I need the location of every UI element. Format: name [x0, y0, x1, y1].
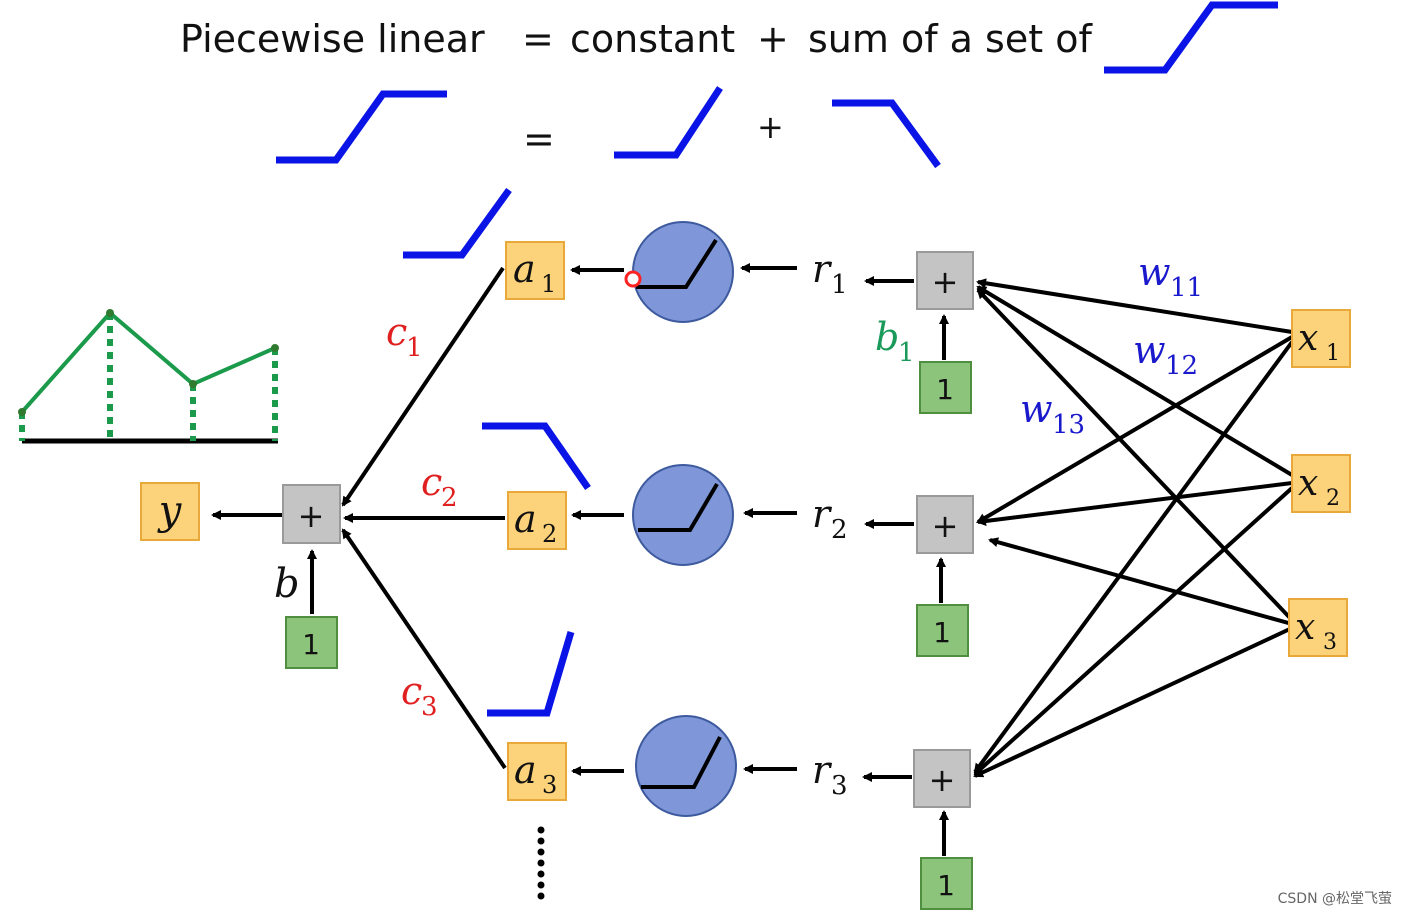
svg-text:1: 1: [302, 628, 320, 661]
svg-text:2: 2: [441, 483, 458, 513]
c-label-3: c 3: [401, 669, 438, 722]
svg-text:13: 13: [1052, 410, 1085, 440]
sum-node-1: +: [916, 251, 974, 310]
title-plus: +: [757, 17, 789, 61]
svg-text:1: 1: [406, 333, 423, 363]
activation-node-1: [624, 221, 734, 323]
svg-text:3: 3: [542, 771, 557, 799]
weight-label-w12: w 12: [1133, 328, 1198, 381]
svg-text:11: 11: [1170, 273, 1203, 303]
title-constant: constant: [570, 17, 735, 61]
svg-text:r: r: [812, 748, 833, 792]
svg-text:x: x: [1295, 607, 1315, 648]
svg-text:y: y: [157, 488, 183, 534]
svg-text:2: 2: [1326, 486, 1340, 511]
svg-text:r: r: [812, 247, 833, 291]
r-label-2: r 2: [812, 492, 848, 545]
decomp-relu-down-icon: [832, 99, 941, 169]
weight-label-w11: w 11: [1138, 250, 1203, 303]
input-to-sum-edges: [973, 278, 1294, 778]
hidden3-curve-icon: [487, 631, 575, 717]
svg-text:c: c: [421, 460, 442, 504]
activation-node-2: [632, 464, 734, 566]
hidden-node-a2: a 2: [507, 491, 567, 550]
watermark: CSDN @松堂飞萤: [1277, 891, 1392, 907]
title-equals: =: [522, 17, 554, 61]
hidden-node-a1: a 1: [505, 241, 565, 300]
svg-text:3: 3: [1323, 630, 1337, 655]
cursor-marker-icon: [624, 270, 642, 288]
activation-node-3: [635, 715, 737, 817]
svg-text:w: w: [1133, 328, 1166, 372]
title-piecewise-linear: Piecewise linear: [180, 17, 485, 61]
decomp-equals: =: [523, 117, 555, 161]
ellipsis-more-nodes: [537, 826, 545, 900]
svg-text:1: 1: [933, 616, 951, 649]
input-node-x1: x 1: [1291, 309, 1351, 368]
svg-text:12: 12: [1165, 351, 1198, 381]
weight-label-w13: w 13: [1020, 387, 1085, 440]
svg-text:2: 2: [831, 515, 848, 545]
svg-text:a: a: [513, 247, 536, 291]
svg-text:3: 3: [831, 771, 848, 801]
output-bias-label-b: b: [274, 561, 300, 607]
svg-text:c: c: [386, 310, 407, 354]
title-sum-of-set: sum of a set of: [808, 17, 1093, 61]
bias-one-node-2: 1: [916, 604, 969, 657]
output-sum-node: +: [282, 484, 341, 544]
input-node-x3: x 3: [1288, 598, 1348, 657]
svg-text:+: +: [929, 761, 956, 799]
title-hard-sigmoid-icon: [1104, 1, 1278, 74]
bias-and-sum-arrows: [570, 263, 949, 856]
c-label-2: c 2: [421, 460, 458, 513]
hidden2-curve-icon: [482, 422, 591, 490]
hidden1-curve-icon: [403, 187, 512, 259]
hidden-to-output-edges: [211, 266, 507, 770]
decomp-relu-up-icon: [614, 86, 723, 159]
svg-text:1: 1: [936, 373, 954, 406]
piecewise-curve-plot: [18, 309, 279, 444]
svg-text:1: 1: [541, 270, 556, 298]
svg-text:+: +: [932, 507, 959, 545]
r-label-3: r 3: [812, 748, 848, 801]
svg-text:3: 3: [421, 692, 438, 722]
decomp-hard-sigmoid-icon: [276, 90, 447, 164]
svg-text:1: 1: [1326, 341, 1340, 366]
svg-text:1: 1: [937, 869, 955, 902]
svg-text:x: x: [1298, 463, 1318, 504]
svg-text:x: x: [1298, 318, 1318, 359]
svg-text:1: 1: [898, 338, 915, 368]
hidden-node-a3: a 3: [507, 742, 567, 801]
bias-one-node-3: 1: [920, 857, 973, 910]
r-label-1: r 1: [812, 247, 848, 300]
svg-text:a: a: [514, 497, 537, 541]
bias-label-b1: b 1: [875, 315, 915, 368]
svg-text:w: w: [1138, 250, 1171, 294]
sum-node-3: +: [913, 749, 971, 808]
c-label-1: c 1: [386, 310, 423, 363]
svg-text:+: +: [298, 497, 325, 535]
input-node-x2: x 2: [1291, 454, 1351, 513]
svg-text:b: b: [875, 315, 899, 359]
decomp-plus: +: [757, 108, 784, 146]
svg-text:1: 1: [831, 270, 848, 300]
sum-node-2: +: [916, 495, 974, 554]
svg-text:c: c: [401, 669, 422, 713]
output-node-y: y: [140, 482, 200, 541]
svg-text:r: r: [812, 492, 833, 536]
svg-text:+: +: [932, 263, 959, 301]
bias-one-node-1: 1: [919, 361, 972, 414]
svg-text:a: a: [514, 748, 537, 792]
svg-text:2: 2: [542, 520, 557, 548]
svg-text:w: w: [1020, 387, 1053, 431]
output-bias-one-node: 1: [285, 616, 338, 669]
